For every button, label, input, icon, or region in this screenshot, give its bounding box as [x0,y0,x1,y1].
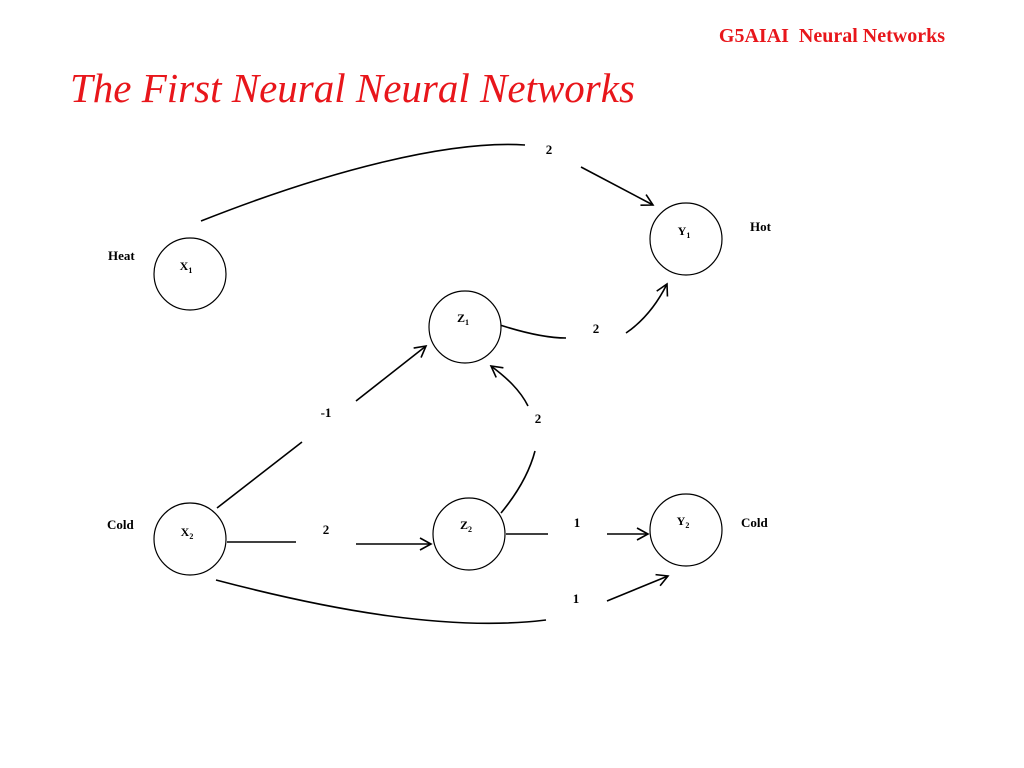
weight-label-z1-y1: 2 [593,321,600,336]
node-x2: X2 [153,502,227,576]
edge-x1-y1 [200,143,655,222]
weight-label-x2-y2: 1 [573,591,580,606]
edge-x2-y2-line-a [215,579,547,625]
node-y2-circle [649,493,723,567]
edge-z2-z1 [489,364,536,514]
slide-title: The First Neural Neural Networks [70,65,635,111]
edge-z2-z1-line-a [500,450,536,514]
node-z1-subscript: 1 [465,318,469,327]
node-x2-subscript: 2 [189,532,193,541]
side-label-hot: Hot [750,219,772,234]
edge-z1-y1-line-b [625,282,669,334]
node-z2: Z2 [432,497,506,571]
weight-label-z2-z1: 2 [535,411,542,426]
weight-label-z2-y2: 1 [574,515,581,530]
node-y2: Y2 [649,493,723,567]
side-label-cold-output: Cold [741,515,769,530]
node-z1: Z1 [428,290,502,364]
weight-label-x2-z1: -1 [321,405,332,420]
edge-z1-y1 [499,282,669,339]
edge-x1-y1-line-a [200,143,526,222]
svg-text:Y2: Y2 [677,514,690,530]
edge-x2-y2-line-b [606,573,670,602]
node-z1-circle [428,290,502,364]
weight-label-x1-y1: 2 [546,142,553,157]
node-x1-label: X [180,259,189,273]
node-z2-subscript: 2 [468,525,472,534]
svg-text:X2: X2 [181,525,194,541]
node-x2-circle [153,502,227,576]
node-y2-subscript: 2 [685,521,689,530]
edge-x2-z2 [227,537,433,551]
edge-x2-y2 [215,573,670,625]
side-label-cold-input: Cold [107,517,135,532]
node-x1: X1 [153,237,227,311]
node-x1-circle [153,237,227,311]
node-x2-label: X [181,525,190,539]
svg-text:X1: X1 [180,259,193,275]
edge-x1-y1-line-b [580,166,655,206]
edge-x2-z1-line-b [355,344,428,402]
side-label-heat: Heat [108,248,135,263]
node-z1-label: Z [457,311,465,325]
node-y1-subscript: 1 [686,231,690,240]
svg-text:Z2: Z2 [460,518,472,534]
node-z2-circle [432,497,506,571]
edge-z2-z1-line-b [489,364,529,407]
node-y1: Y1 [649,202,723,276]
node-x1-subscript: 1 [188,266,192,275]
svg-text:Y1: Y1 [678,224,691,240]
node-y1-label: Y [678,224,687,238]
node-y2-label: Y [677,514,686,528]
weight-label-x2-z2: 2 [323,522,330,537]
node-y1-circle [649,202,723,276]
edge-z1-y1-line-a [499,324,567,339]
edge-x2-z1-line-a [216,441,303,509]
course-tag: G5AIAI Neural Networks [718,25,945,47]
node-z2-label: Z [460,518,468,532]
edge-x2-z1 [216,344,428,509]
svg-text:Z1: Z1 [457,311,469,327]
